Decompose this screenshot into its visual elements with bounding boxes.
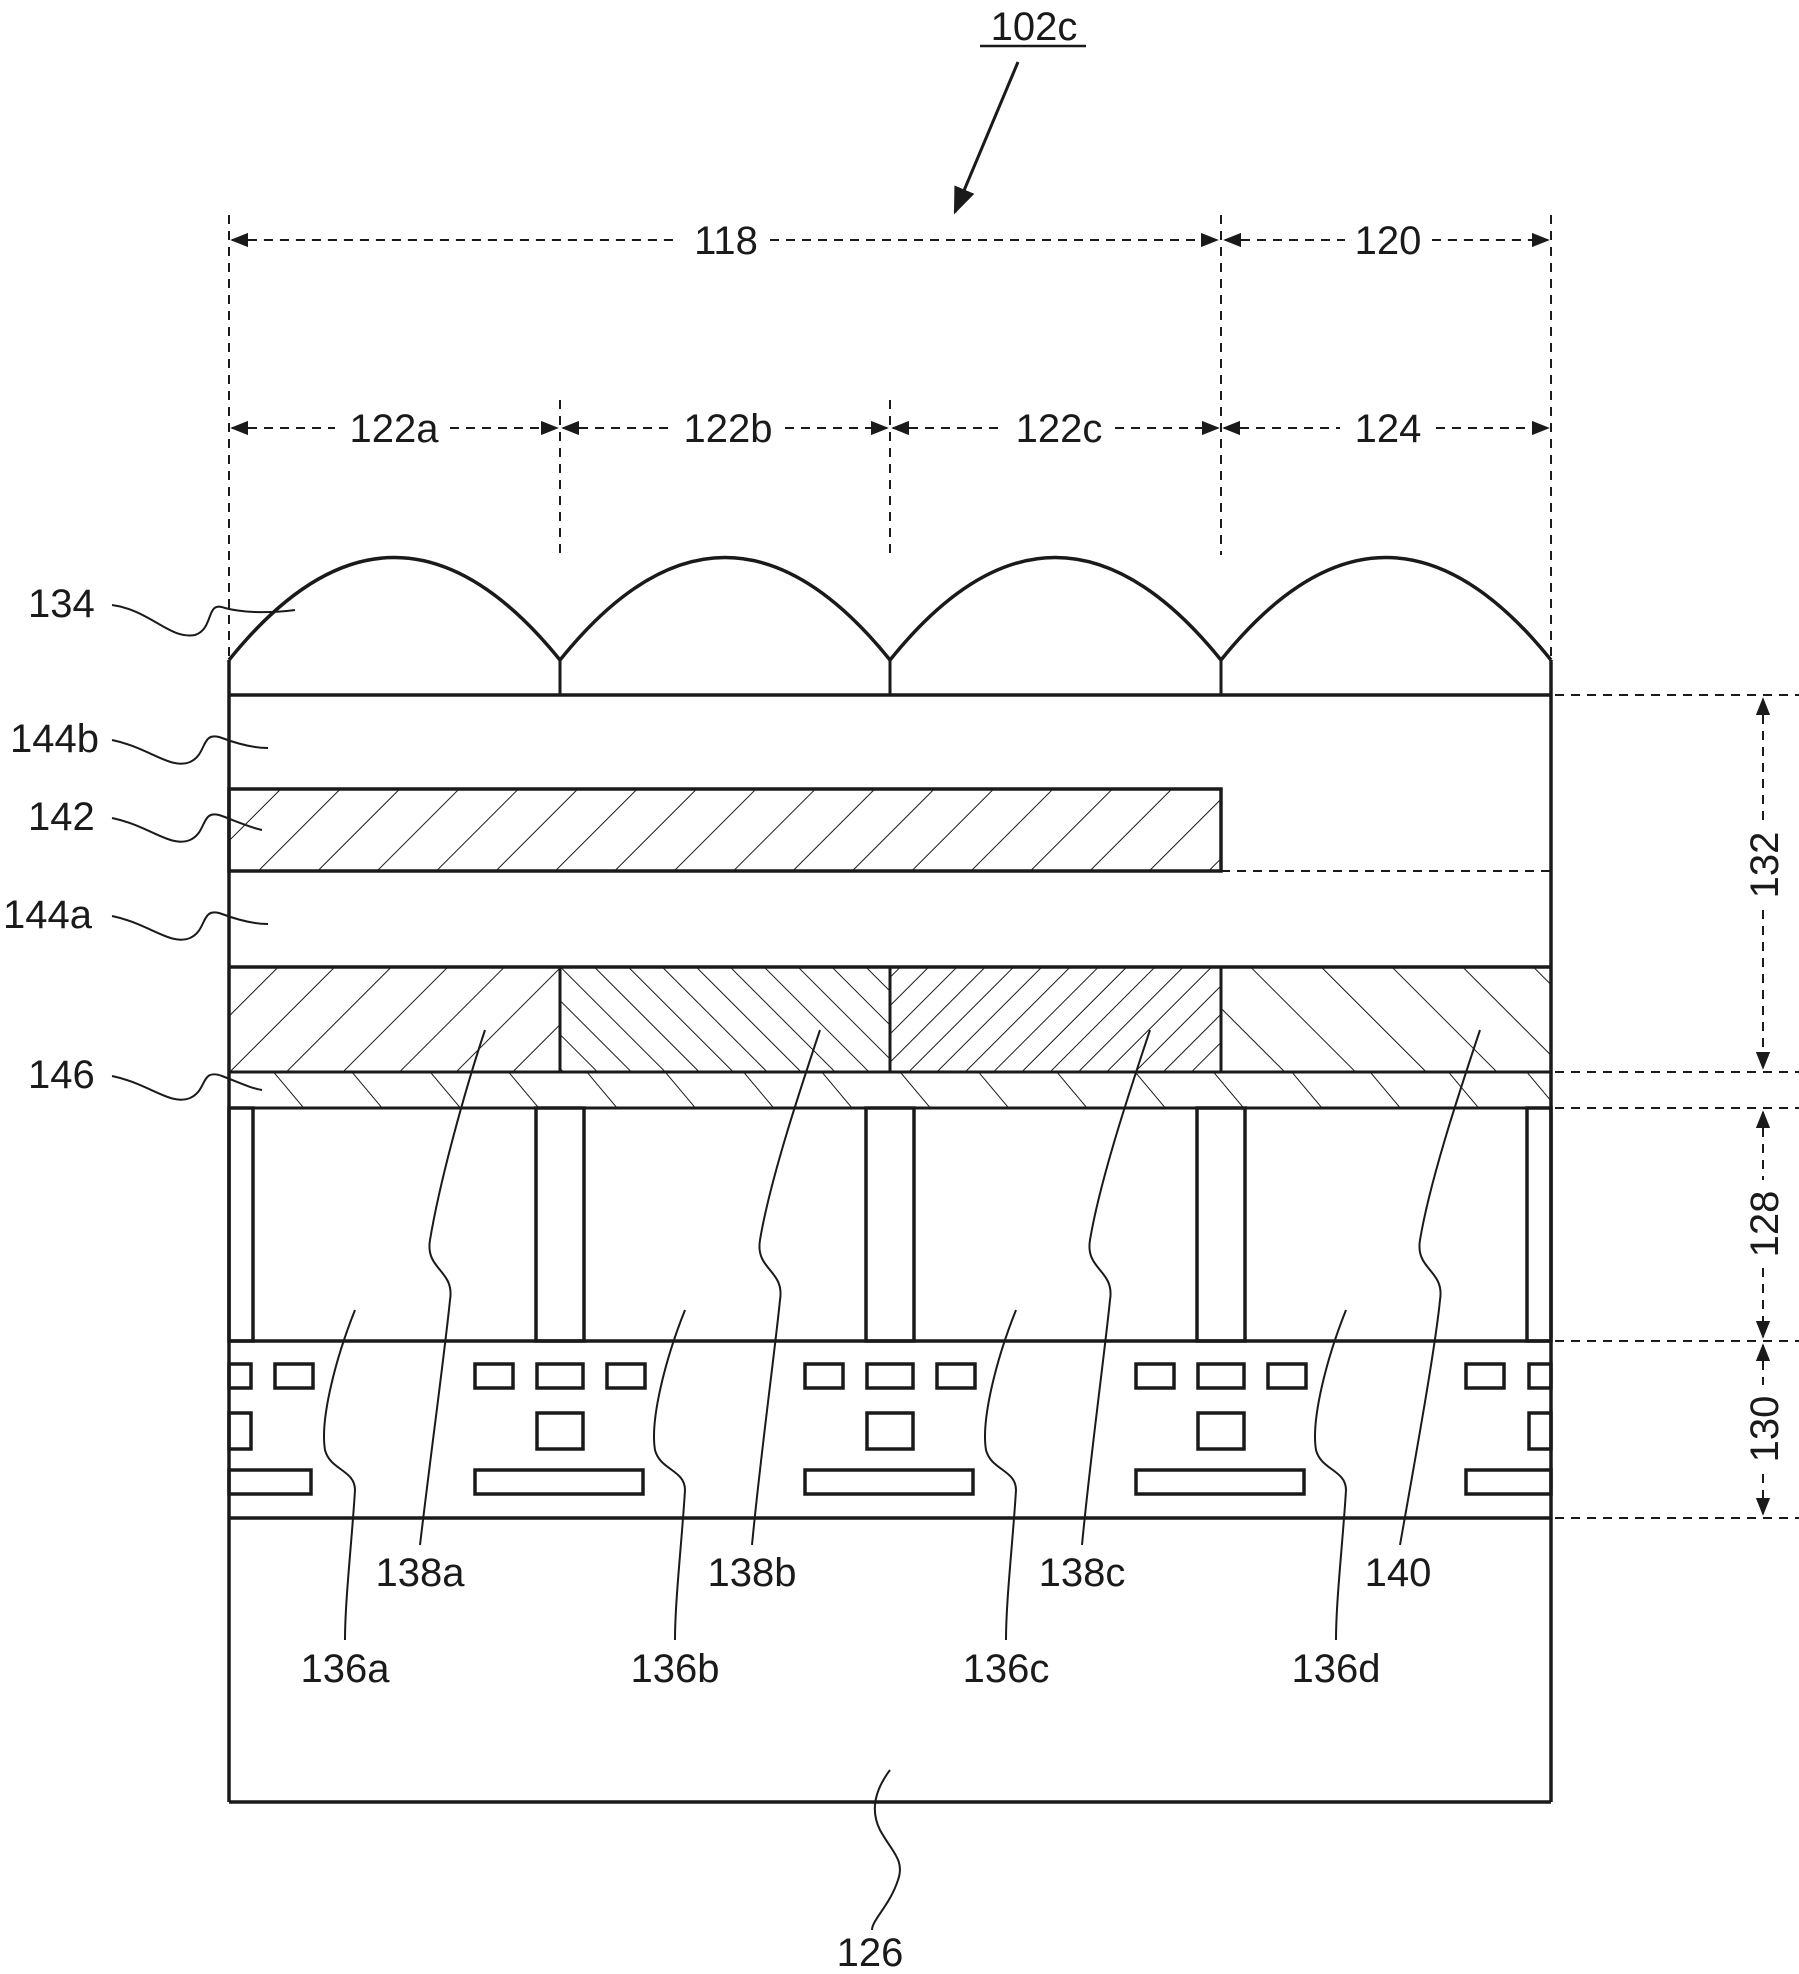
- layer-146: [229, 1072, 1551, 1108]
- filter-d-label: 140: [1365, 1551, 1432, 1595]
- region-main-label: 118: [694, 219, 758, 263]
- filter-138b: [560, 967, 890, 1072]
- filter-138a: [229, 967, 560, 1072]
- layer-142-label: 142: [28, 795, 95, 839]
- pixel-b-label: 122b: [684, 407, 773, 451]
- pixel-a-label: 122a: [350, 407, 440, 451]
- figure-ref-arrow: [955, 62, 1018, 212]
- stack-130-label: 130: [1743, 1396, 1787, 1463]
- filter-b-label: 138b: [708, 1551, 797, 1595]
- pixel-d-label: 124: [1355, 407, 1422, 451]
- isolation-walls: [229, 1108, 1551, 1341]
- stack-128-label: 128: [1743, 1191, 1787, 1258]
- filter-138c: [890, 967, 1221, 1072]
- region-side-label: 120: [1355, 219, 1422, 263]
- diode-a-label: 136a: [301, 1647, 391, 1691]
- layer-146-label: 146: [28, 1053, 95, 1097]
- figure-ref-label: 102c: [991, 5, 1078, 49]
- diode-b-label: 136b: [631, 1647, 720, 1691]
- color-filter-row: [229, 967, 1551, 1072]
- microlens-dividers: [560, 660, 1221, 695]
- filter-c-label: 138c: [1039, 1551, 1126, 1595]
- pixel-c-label: 122c: [1016, 407, 1103, 451]
- filter-140: [1221, 967, 1551, 1072]
- wiring-layer: [229, 1364, 1551, 1494]
- figure-reference: 102c: [955, 5, 1086, 212]
- filter-a-label: 138a: [376, 1551, 466, 1595]
- diode-c-label: 136c: [963, 1647, 1050, 1691]
- layer-144a-label: 144a: [3, 893, 93, 937]
- microlens-label: 134: [28, 582, 95, 626]
- substrate-label: 126: [837, 1931, 904, 1974]
- stack-132-label: 132: [1743, 832, 1787, 899]
- region-dimension-row: 118 120: [232, 219, 1548, 263]
- layer-144b-label: 144b: [10, 717, 99, 761]
- layer-142: [229, 789, 1221, 871]
- diode-d-label: 136d: [1292, 1647, 1381, 1691]
- microlens-array: [229, 558, 1551, 661]
- pixel-dimension-row: 122a 122b 122c 124: [232, 407, 1548, 451]
